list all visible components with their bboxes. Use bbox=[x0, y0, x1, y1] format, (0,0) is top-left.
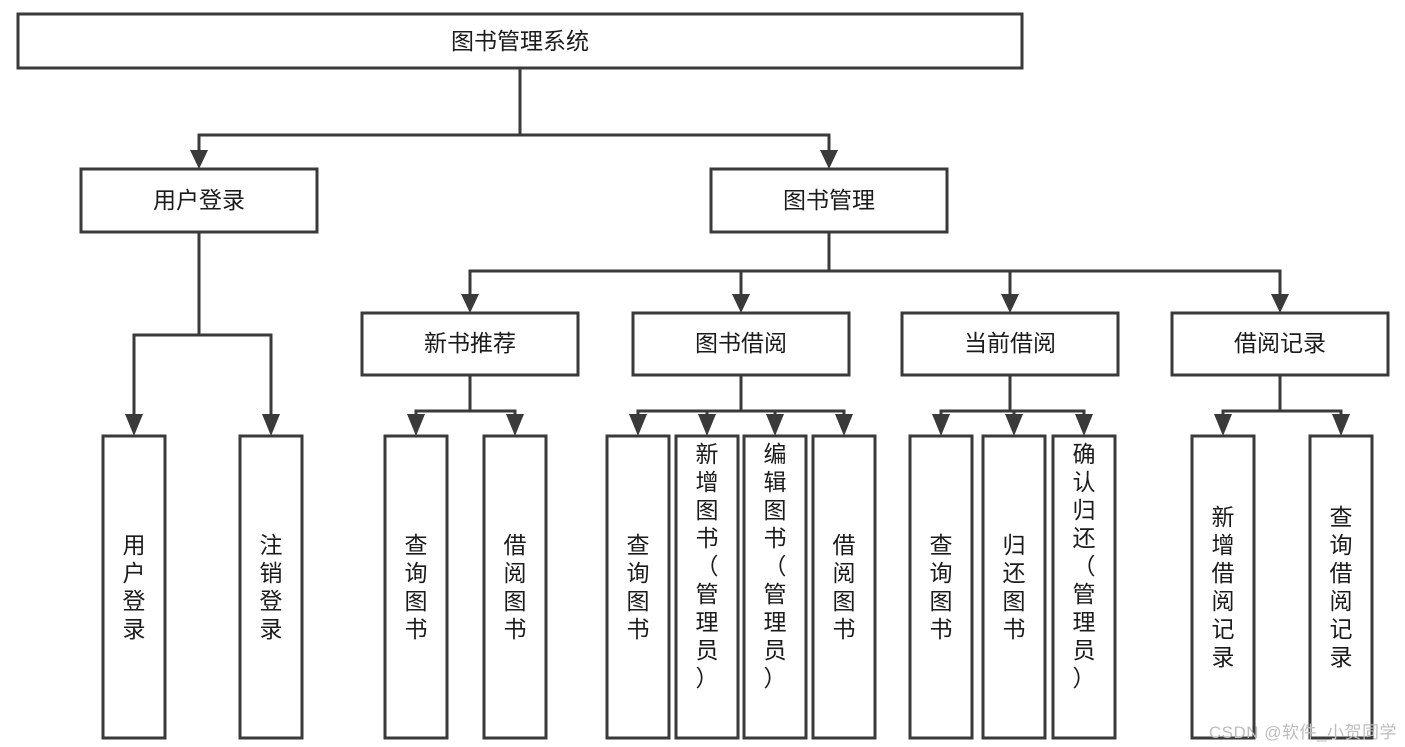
node-leaf-query-borrow-record-label: 查询借阅记录 bbox=[1330, 504, 1353, 670]
node-leaf-add-borrow-record-box[interactable] bbox=[1190, 434, 1256, 740]
node-root-box[interactable] bbox=[16, 12, 1024, 70]
node-leaf-query-book-borrow-box[interactable] bbox=[605, 434, 671, 740]
arrowhead-borrowrecord bbox=[1271, 294, 1289, 313]
node-leaf-borrow-book-rec[interactable]: 借阅图书 bbox=[482, 434, 548, 740]
arrowhead-leaf-borrowbook bbox=[835, 414, 853, 436]
node-leaf-query-borrow-record[interactable]: 查询借阅记录 bbox=[1308, 434, 1374, 740]
node-new-book-rec-box[interactable] bbox=[360, 311, 580, 377]
node-leaf-query-book-rec-box[interactable] bbox=[383, 434, 449, 740]
node-borrow-record-label: 借阅记录 bbox=[1234, 330, 1326, 356]
node-leaf-user-logout-label: 注销登录 bbox=[260, 532, 283, 642]
node-leaf-add-book-admin-label: 新增图书（管理员） bbox=[696, 441, 719, 691]
node-leaf-user-login-box[interactable] bbox=[101, 434, 167, 740]
node-leaf-borrow-book[interactable]: 借阅图书 bbox=[811, 434, 877, 740]
node-leaf-add-book-admin[interactable]: 新增图书（管理员） bbox=[674, 434, 740, 740]
node-user-login[interactable]: 用户登录 bbox=[79, 167, 319, 234]
node-leaf-query-book-current-box[interactable] bbox=[908, 434, 974, 740]
node-leaf-add-book-admin-box[interactable] bbox=[674, 434, 740, 740]
node-book-manage[interactable]: 图书管理 bbox=[709, 167, 949, 234]
node-leaf-user-login-label: 用户登录 bbox=[123, 532, 146, 642]
arrowhead-newbookrec bbox=[461, 294, 479, 313]
arrowhead-leaf-editbook bbox=[766, 414, 784, 436]
arrowhead-leaf-querybook-borrow bbox=[629, 414, 647, 436]
node-leaf-user-logout[interactable]: 注销登录 bbox=[238, 434, 304, 740]
watermark-text: CSDN @软件_小贺同学 bbox=[1208, 723, 1397, 742]
node-leaf-confirm-return-admin-box[interactable] bbox=[1051, 434, 1117, 740]
arrowhead-bookmanage bbox=[820, 150, 838, 169]
arrowhead-bookborrow bbox=[732, 294, 750, 313]
node-leaf-add-borrow-record[interactable]: 新增借阅记录 bbox=[1190, 434, 1256, 740]
node-user-login-box[interactable] bbox=[79, 167, 319, 234]
node-leaf-borrow-book-rec-label: 借阅图书 bbox=[504, 532, 527, 642]
arrowhead-leaf-addbook bbox=[698, 414, 716, 436]
node-leaf-query-book-rec-label: 查询图书 bbox=[405, 532, 428, 642]
arrowhead-currentborrow bbox=[1001, 294, 1019, 313]
arrowhead-leaf-addborrowrecord bbox=[1214, 414, 1232, 436]
node-leaf-query-book-rec[interactable]: 查询图书 bbox=[383, 434, 449, 740]
arrowhead-leaf-queryborrowrecord bbox=[1332, 414, 1350, 436]
node-root-label: 图书管理系统 bbox=[451, 28, 589, 54]
node-leaf-query-book-borrow-label: 查询图书 bbox=[627, 532, 650, 642]
node-leaf-borrow-book-label: 借阅图书 bbox=[833, 532, 856, 642]
node-leaf-edit-book-admin-label: 编辑图书（管理员） bbox=[764, 441, 787, 691]
arrowhead-leaf-borrowbook-rec bbox=[506, 414, 524, 436]
node-new-book-rec-label: 新书推荐 bbox=[424, 330, 516, 356]
node-leaf-user-logout-box[interactable] bbox=[238, 434, 304, 740]
leaf-layer: 用户登录 注销登录 查询图书 借阅图书 查询图书 新增图书（管理员） 编辑图书（管理员） 借阅… bbox=[101, 434, 1374, 740]
node-leaf-edit-book-admin-box[interactable] bbox=[742, 434, 808, 740]
node-book-borrow-label: 图书借阅 bbox=[695, 330, 787, 356]
arrowhead-leaf-querybook-current bbox=[932, 414, 950, 436]
node-user-login-label: 用户登录 bbox=[153, 187, 245, 213]
node-root[interactable]: 图书管理系统 bbox=[16, 12, 1024, 70]
node-leaf-return-book-label: 归还图书 bbox=[1003, 532, 1026, 642]
node-borrow-record[interactable]: 借阅记录 bbox=[1170, 311, 1390, 377]
arrowhead-userlogin bbox=[190, 150, 208, 169]
node-leaf-query-borrow-record-box[interactable] bbox=[1308, 434, 1374, 740]
node-leaf-borrow-book-rec-box[interactable] bbox=[482, 434, 548, 740]
node-book-manage-label: 图书管理 bbox=[783, 187, 875, 213]
node-book-manage-box[interactable] bbox=[709, 167, 949, 234]
node-book-borrow-box[interactable] bbox=[631, 311, 851, 377]
node-leaf-query-book-borrow[interactable]: 查询图书 bbox=[605, 434, 671, 740]
connector-layer bbox=[125, 66, 1350, 436]
arrowhead-leaf-returnbook bbox=[1005, 414, 1023, 436]
node-current-borrow[interactable]: 当前借阅 bbox=[900, 311, 1120, 377]
node-leaf-add-borrow-record-label: 新增借阅记录 bbox=[1212, 504, 1235, 670]
node-current-borrow-box[interactable] bbox=[900, 311, 1120, 377]
node-leaf-return-book[interactable]: 归还图书 bbox=[981, 434, 1047, 740]
arrowhead-leaf-userlogout bbox=[262, 414, 280, 436]
arrowhead-leaf-userlogin bbox=[125, 414, 143, 436]
node-new-book-rec[interactable]: 新书推荐 bbox=[360, 311, 580, 377]
node-current-borrow-label: 当前借阅 bbox=[964, 330, 1056, 356]
node-leaf-confirm-return-admin-label: 确认归还（管理员） bbox=[1073, 441, 1096, 691]
arrowhead-leaf-querybook-rec bbox=[407, 414, 425, 436]
node-leaf-return-book-box[interactable] bbox=[981, 434, 1047, 740]
node-leaf-user-login[interactable]: 用户登录 bbox=[101, 434, 167, 740]
node-leaf-query-book-current[interactable]: 查询图书 bbox=[908, 434, 974, 740]
node-leaf-edit-book-admin[interactable]: 编辑图书（管理员） bbox=[742, 434, 808, 740]
node-leaf-confirm-return-admin[interactable]: 确认归还（管理员） bbox=[1051, 434, 1117, 740]
node-leaf-borrow-book-box[interactable] bbox=[811, 434, 877, 740]
node-leaf-query-book-current-label: 查询图书 bbox=[930, 532, 953, 642]
arrowhead-leaf-confirmreturn bbox=[1075, 414, 1093, 436]
node-book-borrow[interactable]: 图书借阅 bbox=[631, 311, 851, 377]
node-borrow-record-box[interactable] bbox=[1170, 311, 1390, 377]
